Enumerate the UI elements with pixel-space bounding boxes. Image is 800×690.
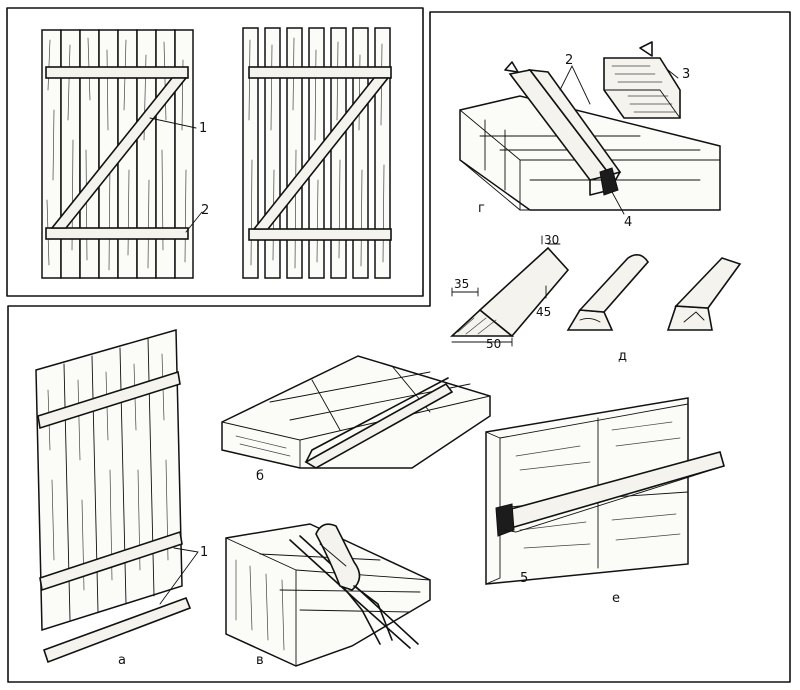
label-tool-4: 4 <box>624 215 632 230</box>
label-wedge-5: 5 <box>520 571 528 586</box>
label-tool-3: 3 <box>682 67 690 82</box>
figure-batten-profiles <box>449 235 742 347</box>
label-fig-d: д <box>618 349 627 364</box>
dim-50: 50 <box>486 337 501 351</box>
label-fig-b: б <box>256 469 264 484</box>
figure-groove-cutting <box>459 41 721 215</box>
leader-batten-2 <box>185 211 203 233</box>
figure-door-with-dowels <box>35 329 199 664</box>
label-brace-1: 1 <box>199 121 207 136</box>
frame-bottom <box>7 11 791 683</box>
figure-groove-plane-tool <box>225 523 431 667</box>
label-fig-e: е <box>612 591 620 606</box>
door-slatted-with-z-brace-right <box>242 27 392 279</box>
dim-45: 45 <box>536 305 551 319</box>
figure-tapered-groove <box>221 355 491 469</box>
label-dowel-1: 1 <box>200 545 208 560</box>
dim-35: 35 <box>454 277 469 291</box>
label-fig-g: г <box>478 201 485 216</box>
label-fig-a: а <box>118 653 126 668</box>
label-tool-2: 2 <box>565 53 573 68</box>
label-batten-2: 2 <box>201 203 209 218</box>
door-board-with-z-brace-left <box>41 29 194 279</box>
label-fig-v: в <box>256 653 264 668</box>
dim-30: 30 <box>544 233 559 247</box>
frame-top-left <box>6 7 424 297</box>
figure-wedge-batten-panel <box>485 397 725 585</box>
leader-brace-1 <box>149 117 197 129</box>
